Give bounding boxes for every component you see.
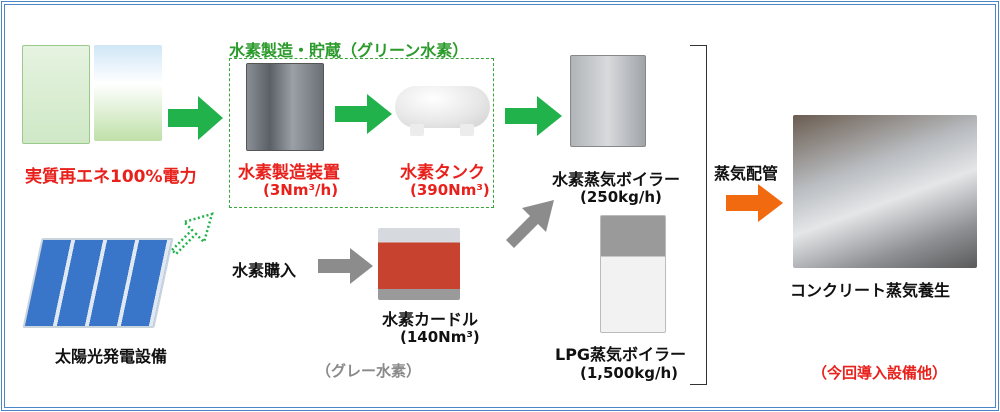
hydrogen-boiler-image: [570, 55, 646, 147]
purchase-label: 水素購入: [232, 261, 297, 280]
electrolyzer-image: [246, 63, 324, 151]
orange-arrow: [726, 184, 783, 222]
hydrogen-boiler-capacity: (250kg/h): [580, 188, 662, 206]
renewable-power-label: 実質再エネ100%電力: [25, 167, 197, 187]
lpg-boiler-image: [600, 215, 666, 333]
solar-panels-image: [22, 238, 174, 328]
tank-name: 水素タンク: [400, 163, 485, 183]
tank-capacity: (390Nm³): [410, 181, 490, 199]
lpg-boiler-capacity: (1,500kg/h): [580, 364, 679, 382]
installed-equipment-note: （今回導入設備他）: [812, 364, 948, 382]
dotted-green-arrow: [170, 212, 214, 256]
electrolyzer-capacity: (3Nm³/h): [263, 181, 339, 199]
gray-arrow-1: [318, 248, 373, 284]
gray-arrow-2: [506, 200, 554, 248]
hydrogen-tank-image: [395, 86, 490, 128]
green-arrow-1: [168, 96, 223, 140]
green-arrow-3: [505, 96, 562, 136]
renewable-brochure-image: [94, 45, 162, 141]
concrete-curing-photo: [793, 115, 977, 268]
hydrogen-boiler-name: 水素蒸気ボイラー: [552, 170, 681, 189]
boiler-bracket: [690, 45, 707, 385]
green-hydrogen-title: 水素製造・貯蔵（グリーン水素）: [229, 41, 469, 60]
curdle-name: 水素カードル: [382, 310, 479, 329]
certificate-image: [22, 45, 90, 144]
steam-pipe-label: 蒸気配管: [714, 164, 779, 183]
concrete-curing-label: コンクリート蒸気養生: [790, 281, 951, 300]
electrolyzer-name: 水素製造装置: [238, 163, 340, 183]
curdle-capacity: (140Nm³): [400, 328, 480, 346]
gray-hydrogen-label: （グレー水素）: [316, 362, 422, 380]
solar-label: 太陽光発電設備: [55, 347, 168, 366]
curdle-image: [378, 228, 460, 300]
tank-support-right: [460, 124, 474, 136]
tank-support-left: [410, 124, 424, 136]
green-arrow-2: [335, 94, 392, 134]
green-hydrogen-box: [229, 58, 494, 208]
lpg-boiler-name: LPG蒸気ボイラー: [555, 345, 687, 364]
